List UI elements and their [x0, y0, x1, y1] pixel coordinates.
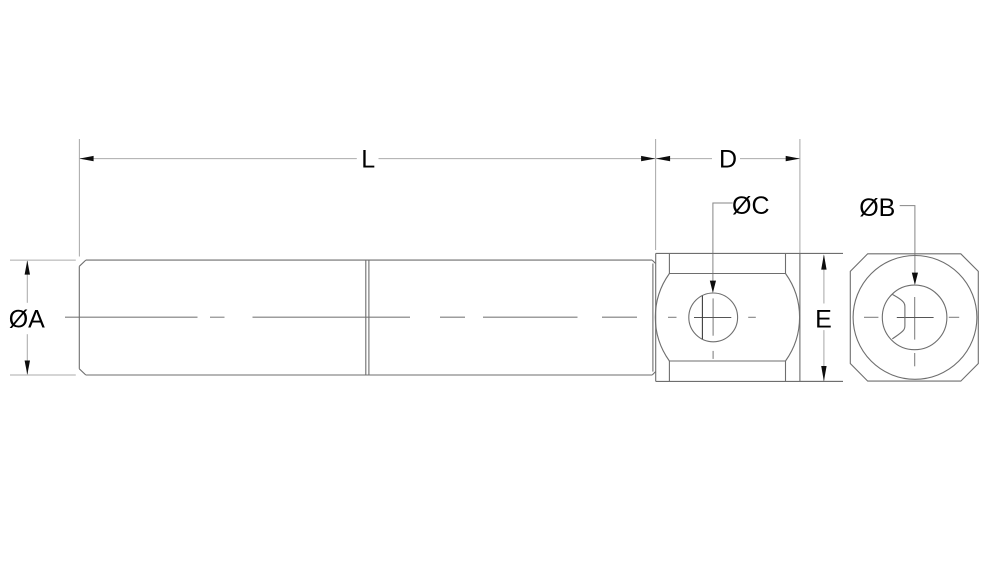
- svg-text:ØC: ØC: [732, 192, 770, 220]
- svg-text:E: E: [815, 305, 832, 333]
- svg-text:ØA: ØA: [9, 305, 45, 333]
- svg-text:D: D: [719, 145, 737, 173]
- svg-text:L: L: [361, 145, 375, 173]
- svg-text:ØB: ØB: [859, 194, 895, 222]
